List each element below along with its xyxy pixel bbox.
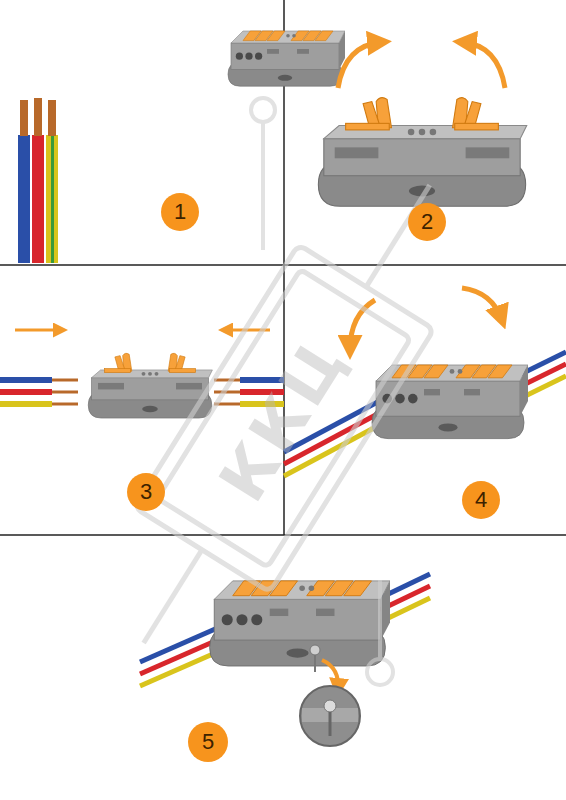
mounting-screw (324, 700, 336, 712)
motion-arrow (15, 329, 270, 332)
wire-bundle (52, 403, 78, 406)
wire-bundle (51, 135, 54, 263)
step-number: 5 (202, 731, 214, 753)
step-number-circle: 4 (462, 481, 500, 519)
step-number-circle: 5 (188, 722, 228, 762)
wire-bundle (140, 650, 222, 686)
wire-bundle (214, 379, 240, 382)
watermark-frame (76, 143, 498, 686)
watermark-frame (157, 269, 410, 567)
step-number-circle: 3 (127, 473, 165, 511)
watermark-frame (251, 98, 275, 122)
step-number: 3 (140, 481, 152, 503)
mounting-screw (310, 645, 320, 655)
wire-bundle (18, 98, 58, 263)
step-number: 4 (475, 489, 487, 511)
step-number-circle: 2 (408, 203, 446, 241)
step-number: 1 (174, 201, 186, 223)
panel-grid (0, 534, 566, 536)
wire-bundle (32, 135, 44, 263)
motion-arrow (462, 42, 505, 88)
motion-arrow (338, 42, 382, 88)
wire-bundle (0, 401, 52, 407)
watermark-frame (261, 122, 265, 250)
watermark-frame (144, 550, 202, 643)
wire-bundle (0, 377, 52, 383)
motion-arrow (462, 288, 502, 320)
connector (318, 98, 526, 207)
wire-bundle (48, 100, 56, 136)
watermark-frame (134, 244, 434, 592)
wire-bundle (34, 98, 42, 136)
wire-bundle (18, 135, 30, 263)
mounting-screw (314, 655, 316, 672)
wire-bundle (52, 379, 78, 382)
wire-bundle (0, 389, 52, 395)
wire-bundle (20, 100, 28, 136)
mounting-screw (300, 686, 360, 746)
watermark-frame (378, 580, 382, 659)
connector (372, 365, 528, 439)
mounting-screw (329, 712, 332, 736)
motion-arrow (15, 329, 62, 332)
step-number-circle: 1 (161, 193, 199, 231)
watermark: ККЦ (205, 326, 361, 514)
wire-bundle (52, 391, 78, 394)
wire-bundle (46, 135, 58, 263)
connector (228, 31, 345, 86)
motion-arrow (338, 42, 505, 88)
connector (210, 581, 390, 666)
wire-bundle (140, 574, 430, 686)
step-number: 2 (421, 211, 433, 233)
mounting-screw (300, 645, 360, 746)
watermark-frame (367, 659, 393, 685)
